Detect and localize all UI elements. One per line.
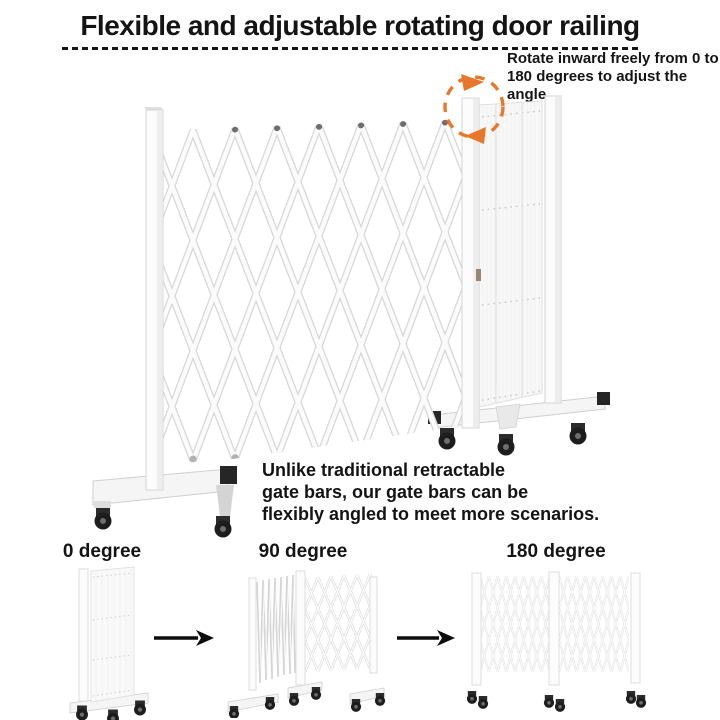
gate-180 — [462, 571, 652, 712]
arrow-icon-1 — [154, 630, 214, 646]
stage-label-90-degree: 90 degree — [258, 541, 348, 562]
gate-90 — [227, 570, 386, 718]
folded-panel — [478, 100, 543, 408]
left-base — [92, 466, 237, 538]
arrow-icon-2 — [397, 630, 455, 646]
page-title: Flexible and adjustable rotating door ra… — [80, 10, 640, 41]
flexibility-note-text: Unlike traditional retractable gate bars… — [262, 460, 600, 524]
main-gate-image — [92, 74, 610, 538]
stage-label-180-degree: 180 degree — [506, 541, 606, 562]
folded-gate — [69, 566, 149, 720]
right-post — [544, 95, 562, 404]
hinge-post — [461, 97, 481, 429]
stage-image-0-degree — [69, 566, 149, 720]
stage-image-90-degree — [227, 570, 386, 718]
dashed-divider — [62, 47, 638, 50]
rotate-annotation-text: Rotate inward freely from 0 to 180 degre… — [507, 50, 719, 103]
accordion-lattice — [162, 115, 470, 467]
stage-label-0-degree: 0 degree — [62, 541, 142, 562]
left-post — [144, 107, 164, 491]
stage-image-180-degree — [462, 571, 652, 712]
rotation-arrow-icon — [443, 74, 505, 144]
